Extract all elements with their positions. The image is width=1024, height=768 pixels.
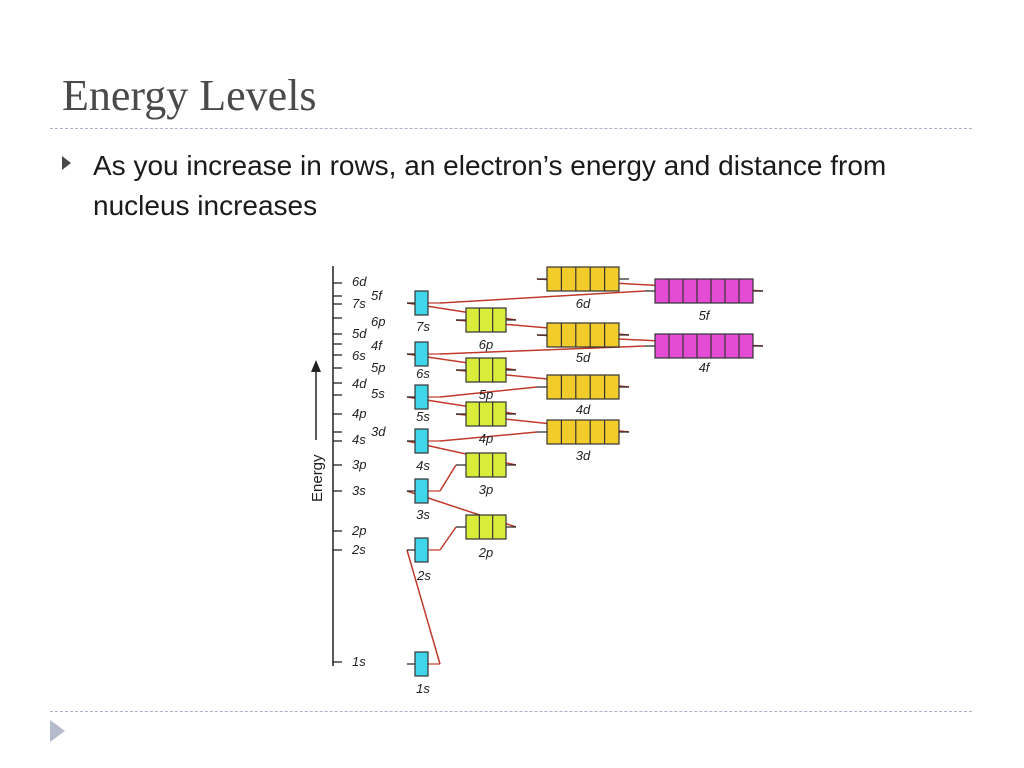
- orbital-label: 4p: [479, 431, 493, 446]
- axis-tick-label: 4f: [371, 338, 383, 353]
- orbital-box: [546, 322, 620, 348]
- orbital-label: 6s: [416, 366, 430, 381]
- orbital-6s: 6s: [407, 341, 440, 381]
- axis-tick-label: 3d: [371, 424, 386, 439]
- orbital-label: 3s: [416, 507, 430, 522]
- orbital-box: [414, 428, 429, 454]
- orbital-4f: 4f: [645, 333, 763, 375]
- orbital-label: 6p: [479, 337, 493, 352]
- orbital-label: 3p: [479, 482, 493, 497]
- orbital-5d: 5d: [537, 322, 629, 365]
- orbital-3d: 3d: [537, 419, 629, 463]
- orbital-label: 3d: [576, 448, 591, 463]
- bullet-point: As you increase in rows, an electron’s e…: [62, 146, 942, 226]
- orbital-box: [414, 537, 429, 563]
- energy-axis: 6d 5f 7s 6p 5d 4f 6s 5p 4d 5s 4p 3d 4s 3p 3s 2p 2s 1s Ener…: [309, 266, 386, 669]
- axis-tick-label: 4s: [352, 432, 366, 447]
- orbital-5f: 5f: [645, 278, 763, 323]
- orbital-label: 4d: [576, 402, 591, 417]
- filling-order-connector: [439, 386, 538, 398]
- up-arrow-icon: [311, 360, 321, 372]
- triangle-bullet-icon: [62, 156, 71, 170]
- orbital-1s: 1s: [407, 651, 440, 696]
- orbital-label: 4f: [699, 360, 711, 375]
- axis-tick-label: 4p: [352, 406, 366, 421]
- title-divider: [50, 128, 972, 129]
- orbital-label: 1s: [416, 681, 430, 696]
- orbital-box: [546, 419, 620, 445]
- orbital-box: [414, 478, 429, 504]
- orbital-label: 2s: [416, 568, 431, 583]
- orbital-3s: 3s: [407, 478, 440, 522]
- axis-tick-label: 2s: [351, 542, 366, 557]
- axis-tick-label: 5p: [371, 360, 385, 375]
- orbital-label: 2p: [478, 545, 493, 560]
- orbital-4p: 4p: [456, 401, 516, 446]
- axis-tick-label: 5f: [371, 288, 383, 303]
- orbital-label: 6d: [576, 296, 591, 311]
- axis-tick-label: 4d: [352, 376, 367, 391]
- axis-tick-label: 1s: [352, 654, 366, 669]
- orbital-box: [546, 374, 620, 400]
- orbital-box: [654, 333, 754, 359]
- orbital-box: [546, 266, 620, 292]
- axis-tick-label: 5d: [352, 326, 367, 341]
- slide-title: Energy Levels: [62, 71, 317, 120]
- orbital-box: [465, 357, 507, 383]
- filling-order-connector: [439, 431, 538, 442]
- filling-order-connector: [439, 290, 646, 304]
- footer-divider: [50, 711, 972, 712]
- orbital-4d: 4d: [537, 374, 629, 417]
- axis-tick-label: 6p: [371, 314, 385, 329]
- axis-tick-label: 5s: [371, 386, 385, 401]
- axis-tick-label: 6s: [352, 348, 366, 363]
- orbital-box: [414, 651, 429, 677]
- axis-tick-label: 3s: [352, 483, 366, 498]
- orbital-box: [465, 514, 507, 540]
- filling-order-connector: [406, 549, 441, 665]
- orbital-label: 5d: [576, 350, 591, 365]
- orbital-7s: 7s: [407, 290, 440, 334]
- energy-axis-label: Energy: [309, 454, 326, 502]
- orbital-box: [465, 307, 507, 333]
- axis-tick-label: 6d: [352, 274, 367, 289]
- orbital-6d: 6d: [537, 266, 629, 311]
- orbital-box: [414, 290, 429, 316]
- bullet-text: As you increase in rows, an electron’s e…: [93, 150, 887, 221]
- filling-order-connector: [439, 526, 457, 551]
- axis-tick-label: 3p: [352, 457, 366, 472]
- axis-tick-label: 2p: [351, 523, 366, 538]
- filling-order-connector: [439, 464, 457, 492]
- orbital-box: [654, 278, 754, 304]
- orbital-box: [465, 401, 507, 427]
- orbital-box: [465, 452, 507, 478]
- orbital-label: 7s: [416, 319, 430, 334]
- orbital-3p: 3p: [456, 452, 516, 497]
- orbital-label: 5p: [479, 387, 493, 402]
- orbital-5p: 5p: [456, 357, 516, 402]
- orbital-label: 4s: [416, 458, 430, 473]
- orbital-4s: 4s: [407, 428, 440, 473]
- orbital-label: 5s: [416, 409, 430, 424]
- axis-tick-label: 7s: [352, 296, 366, 311]
- orbital-boxes: 1s 2s 2p 3s 3p 4s 3d 4p 5s 4d 5p 6s 4f 5d 6p 7s 5f 6d: [407, 266, 763, 696]
- orbital-box: [414, 384, 429, 410]
- orbital-box: [414, 341, 429, 367]
- orbital-2s: 2s: [407, 537, 440, 583]
- slide-nav-arrow-icon[interactable]: [50, 720, 65, 742]
- orbital-label: 5f: [699, 308, 711, 323]
- orbital-2p: 2p: [456, 514, 516, 560]
- orbital-6p: 6p: [456, 307, 516, 352]
- orbital-5s: 5s: [407, 384, 440, 424]
